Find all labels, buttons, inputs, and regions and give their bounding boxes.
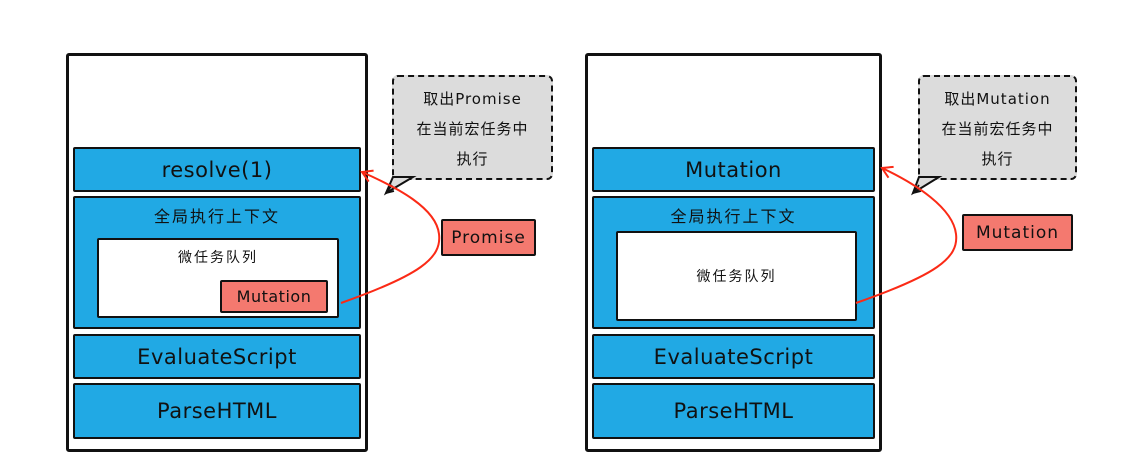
current-task-bar-right: Mutation [592, 147, 875, 192]
global-context-section-right: 全局执行上下文 微任务队列 [592, 196, 875, 329]
mutation-task-tag: Mutation [962, 214, 1073, 251]
callout-line-1-right: 取出Mutation [944, 90, 1051, 108]
queue-item-mutation-chip: Mutation [220, 280, 328, 313]
callout-line-3-right: 执行 [981, 150, 1014, 168]
global-context-label-right: 全局执行上下文 [670, 207, 797, 226]
callout-line-1-left: 取出Promise [423, 90, 522, 108]
promise-task-tag: Promise [441, 219, 536, 256]
global-context-section-left: 全局执行上下文 微任务队列 Mutation [73, 196, 361, 329]
callout-line-2-left: 在当前宏任务中 [416, 120, 529, 138]
microtask-queue-box-right: 微任务队列 [616, 231, 857, 321]
current-task-bar-left: resolve(1) [73, 147, 361, 192]
evaluate-script-bar-left: EvaluateScript [73, 334, 361, 379]
callout-line-2-right: 在当前宏任务中 [941, 120, 1054, 138]
parse-html-bar-right: ParseHTML [592, 383, 875, 439]
evaluate-script-bar-right: EvaluateScript [592, 334, 875, 379]
callout-bubble-left: 取出Promise 在当前宏任务中 执行 [392, 75, 553, 180]
call-stack-frame-left: resolve(1) 全局执行上下文 微任务队列 Mutation Evalua… [66, 53, 368, 452]
microtask-queue-label-right: 微任务队列 [696, 269, 777, 285]
call-stack-frame-right: Mutation 全局执行上下文 微任务队列 EvaluateScript Pa… [585, 53, 882, 452]
parse-html-bar-left: ParseHTML [73, 383, 361, 439]
callout-line-3-left: 执行 [456, 150, 489, 168]
microtask-queue-label-left: 微任务队列 [178, 250, 258, 266]
callout-bubble-right: 取出Mutation 在当前宏任务中 执行 [918, 75, 1077, 180]
microtask-queue-box-left: 微任务队列 Mutation [97, 238, 339, 318]
global-context-label-left: 全局执行上下文 [153, 207, 280, 226]
